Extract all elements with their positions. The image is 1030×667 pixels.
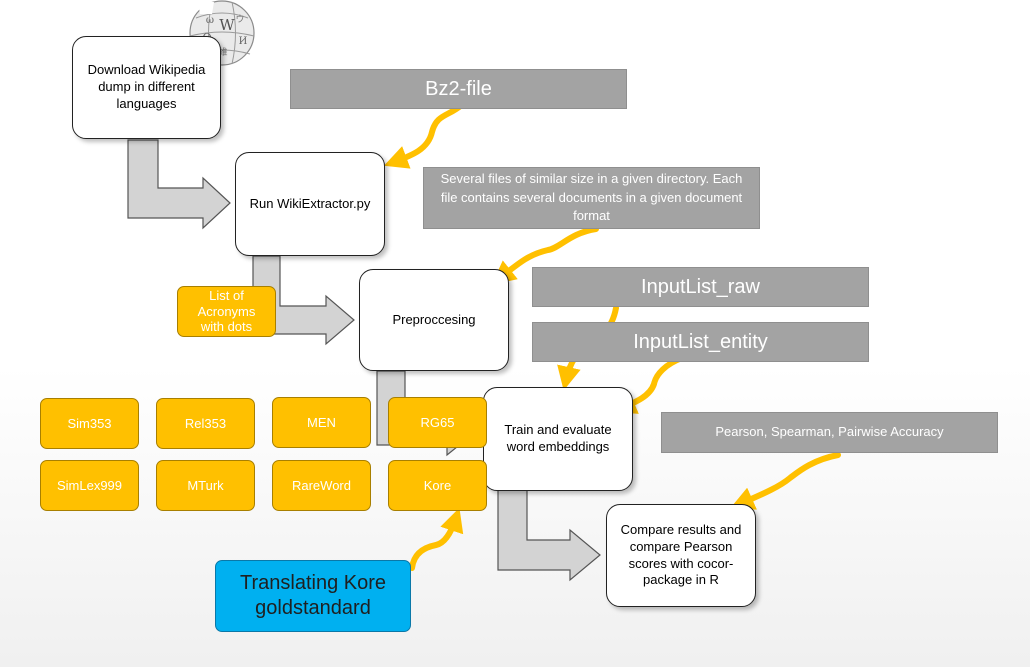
inputlist-raw-label: InputList_raw: [532, 267, 869, 307]
run-wikiextractor-box: Run WikiExtractor.py: [235, 152, 385, 256]
logo-glyph: W: [219, 16, 235, 34]
train-evaluate-box: Train and evaluate word embeddings: [483, 387, 633, 491]
flow-arrow-download-to-extractor: [127, 139, 231, 230]
acronyms-box: List of Acronyms with dots: [177, 286, 276, 337]
logo-glyph: ウ: [235, 14, 244, 25]
curved-arrow-several-files: [491, 226, 599, 285]
dataset-rareword: RareWord: [272, 460, 371, 511]
curved-arrow-translating: [409, 507, 464, 571]
download-wikipedia-box: Download Wikipedia dump in different lan…: [72, 36, 221, 139]
dataset-kore: Kore: [388, 460, 487, 511]
curved-arrow-inputlist-entity: [612, 355, 685, 414]
logo-glyph: ω: [206, 15, 214, 26]
flow-arrow-train-to-compare: [497, 485, 601, 582]
compare-results-box: Compare results and compare Pearson scor…: [606, 504, 756, 607]
dataset-simlex999: SimLex999: [40, 460, 139, 511]
preprocessing-box: Preproccesing: [359, 269, 509, 371]
translating-kore-box: Translating Kore goldstandard: [215, 560, 411, 632]
inputlist-entity-label: InputList_entity: [532, 322, 869, 362]
logo-glyph: И: [239, 36, 248, 47]
several-files-label: Several files of similar size in a given…: [423, 167, 760, 229]
flow-arrow-extractor-to-preprocessing: [252, 255, 355, 346]
logo-glyph: 維: [218, 46, 227, 58]
dataset-mturk: MTurk: [156, 460, 255, 511]
dataset-sim353: Sim353: [40, 398, 139, 449]
curved-arrow-metrics: [730, 452, 841, 510]
bz2-file-label: Bz2-file: [290, 69, 627, 109]
dataset-rel353: Rel353: [156, 398, 255, 449]
dataset-men: MEN: [272, 397, 371, 448]
metrics-label: Pearson, Spearman, Pairwise Accuracy: [661, 412, 998, 453]
dataset-rg65: RG65: [388, 397, 487, 448]
